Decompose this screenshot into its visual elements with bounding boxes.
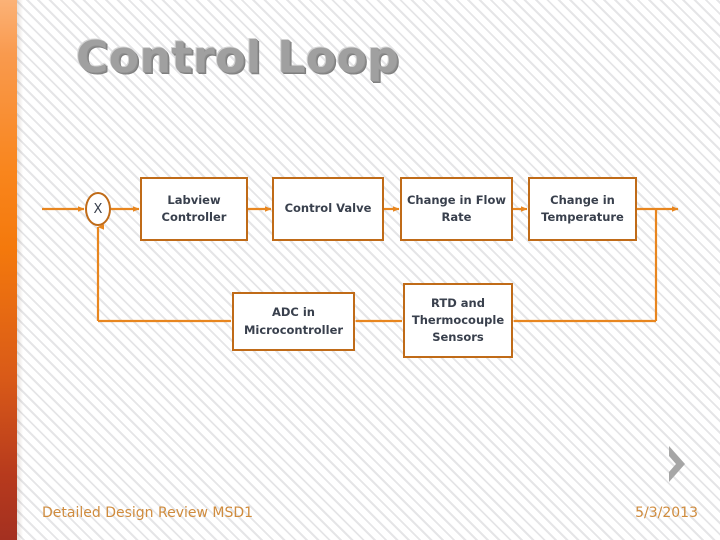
block-control-valve: Control Valve — [272, 177, 384, 241]
left-accent-bar — [0, 0, 17, 540]
block-label: Control Valve — [284, 201, 372, 216]
footer-subtitle: Detailed Design Review MSD1 — [42, 505, 254, 521]
chevron-right-icon — [669, 446, 685, 482]
page-title: Control Loop — [76, 32, 400, 83]
left-accent-bar-shadow — [17, 0, 23, 540]
summing-junction: X — [85, 192, 111, 226]
footer-date: 5/3/2013 — [635, 505, 698, 521]
